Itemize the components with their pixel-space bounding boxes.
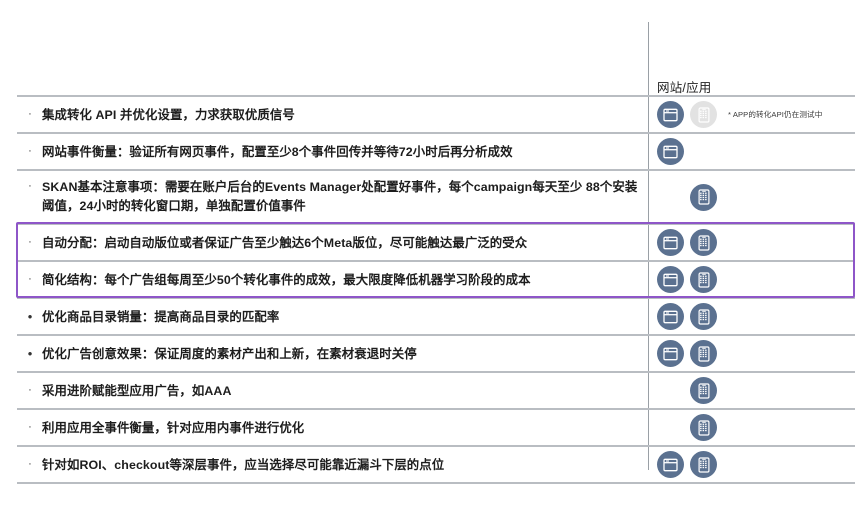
row-label: 优化广告创意效果：保证周度的素材产出和上新，在素材衰退时关停 bbox=[42, 346, 417, 361]
mobile-phone-icon-badge bbox=[690, 414, 717, 441]
mobile-phone-icon bbox=[697, 456, 710, 473]
browser-window-icon bbox=[663, 347, 678, 360]
column-divider bbox=[648, 22, 649, 470]
browser-window-icon bbox=[663, 108, 678, 121]
browser-window-icon bbox=[663, 145, 678, 158]
row-label: 采用进阶赋能型应用广告，如AAA bbox=[42, 383, 232, 398]
row-label: SKAN基本注意事项：需要在账户后台的Events Manager处配置好事件，… bbox=[42, 180, 638, 213]
browser-window-icon-badge bbox=[657, 340, 684, 367]
row-text-cell: · 网站事件衡量：验证所有网页事件，配置至少8个事件回传并等待72小时后再分析成效 bbox=[17, 136, 648, 168]
mobile-phone-icon-badge bbox=[690, 340, 717, 367]
mobile-phone-icon bbox=[697, 234, 710, 251]
browser-window-icon-badge bbox=[657, 138, 684, 165]
row-platform-cell bbox=[648, 447, 855, 482]
mobile-phone-icon-badge bbox=[690, 101, 717, 128]
row-text-cell: · 采用进阶赋能型应用广告，如AAA bbox=[17, 375, 648, 407]
row-platform-cell bbox=[648, 373, 855, 408]
row-label: 自动分配：启动自动版位或者保证广告至少触达6个Meta版位，尽可能触达最广泛的受… bbox=[42, 235, 528, 250]
table-row: · 针对如ROI、checkout等深层事件，应当选择尽可能靠近漏斗下层的点位 bbox=[17, 445, 855, 484]
row-platform-cell bbox=[648, 410, 855, 445]
row-text-cell: · 简化结构：每个广告组每周至少50个转化事件的成效，最大限度降低机器学习阶段的成… bbox=[17, 264, 648, 296]
table-row: • 优化商品目录销量：提高商品目录的匹配率 bbox=[17, 297, 855, 334]
row-text-cell: · SKAN基本注意事项：需要在账户后台的Events Manager处配置好事件… bbox=[17, 171, 648, 223]
mobile-phone-icon bbox=[697, 106, 710, 123]
best-practices-table: · 集成转化 API 并优化设置，力求获取优质信号 * APP的转化API仍在测试中… bbox=[17, 95, 855, 484]
bullet-marker: · bbox=[28, 457, 32, 470]
mobile-phone-icon-badge bbox=[690, 377, 717, 404]
mobile-phone-icon bbox=[697, 419, 710, 436]
row-text-cell: • 优化广告创意效果：保证周度的素材产出和上新，在素材衰退时关停 bbox=[17, 338, 648, 370]
icon-slot-empty bbox=[657, 377, 684, 404]
browser-window-icon-badge bbox=[657, 229, 684, 256]
row-platform-cell bbox=[648, 299, 855, 334]
mobile-phone-icon-badge bbox=[690, 266, 717, 293]
mobile-phone-icon bbox=[697, 271, 710, 288]
table-row: · 简化结构：每个广告组每周至少50个转化事件的成效，最大限度降低机器学习阶段的成… bbox=[17, 260, 855, 297]
table-row: · 利用应用全事件衡量，针对应用内事件进行优化 bbox=[17, 408, 855, 445]
mobile-phone-icon bbox=[697, 189, 710, 205]
browser-window-icon-badge bbox=[657, 266, 684, 293]
browser-window-icon-badge bbox=[657, 303, 684, 330]
icon-slot-empty bbox=[657, 184, 684, 211]
bullet-marker: • bbox=[27, 308, 33, 324]
browser-window-icon bbox=[663, 236, 678, 249]
table-row: · 网站事件衡量：验证所有网页事件，配置至少8个事件回传并等待72小时后再分析成效 bbox=[17, 132, 855, 169]
bullet-marker: · bbox=[28, 235, 32, 248]
row-platform-cell bbox=[648, 180, 855, 215]
browser-window-icon-badge bbox=[657, 101, 684, 128]
row-text-cell: · 利用应用全事件衡量，针对应用内事件进行优化 bbox=[17, 412, 648, 444]
row-label: 优化商品目录销量：提高商品目录的匹配率 bbox=[42, 309, 280, 324]
icon-slot-empty bbox=[690, 138, 717, 165]
mobile-phone-icon bbox=[697, 382, 710, 399]
table-row: · 自动分配：启动自动版位或者保证广告至少触达6个Meta版位，尽可能触达最广泛的… bbox=[17, 223, 855, 260]
mobile-phone-icon-badge bbox=[690, 303, 717, 330]
row-platform-cell bbox=[648, 134, 855, 169]
bullet-marker: · bbox=[28, 180, 32, 192]
row-label: 简化结构：每个广告组每周至少50个转化事件的成效，最大限度降低机器学习阶段的成本 bbox=[42, 272, 531, 287]
row-text-cell: · 自动分配：启动自动版位或者保证广告至少触达6个Meta版位，尽可能触达最广泛的… bbox=[17, 227, 648, 259]
row-text-cell: · 集成转化 API 并优化设置，力求获取优质信号 bbox=[17, 99, 648, 131]
table-row: · 采用进阶赋能型应用广告，如AAA bbox=[17, 371, 855, 408]
row-platform-cell bbox=[648, 225, 855, 260]
table-row: • 优化广告创意效果：保证周度的素材产出和上新，在素材衰退时关停 bbox=[17, 334, 855, 371]
row-text-cell: · 针对如ROI、checkout等深层事件，应当选择尽可能靠近漏斗下层的点位 bbox=[17, 449, 648, 481]
bullet-marker: • bbox=[27, 345, 33, 361]
table-header-zone: 网站/应用 bbox=[0, 22, 864, 95]
mobile-phone-icon bbox=[697, 345, 710, 362]
row-label: 利用应用全事件衡量，针对应用内事件进行优化 bbox=[42, 420, 305, 435]
row-platform-cell: * APP的转化API仍在测试中 bbox=[648, 97, 855, 132]
row-platform-cell bbox=[648, 262, 855, 297]
browser-window-icon bbox=[663, 310, 678, 323]
mobile-phone-icon bbox=[697, 308, 710, 325]
bullet-marker: · bbox=[28, 420, 32, 433]
bullet-marker: · bbox=[28, 107, 32, 120]
row-label: 针对如ROI、checkout等深层事件，应当选择尽可能靠近漏斗下层的点位 bbox=[42, 457, 445, 472]
icon-slot-empty bbox=[657, 414, 684, 441]
mobile-phone-icon-badge bbox=[690, 451, 717, 478]
row-text-cell: • 优化商品目录销量：提高商品目录的匹配率 bbox=[17, 301, 648, 333]
mobile-phone-icon-badge bbox=[690, 183, 717, 211]
bullet-marker: · bbox=[28, 383, 32, 396]
row-label: 集成转化 API 并优化设置，力求获取优质信号 bbox=[42, 107, 295, 122]
mobile-phone-icon-badge bbox=[690, 229, 717, 256]
browser-window-icon-badge bbox=[657, 451, 684, 478]
bullet-marker: · bbox=[28, 272, 32, 285]
row-label: 网站事件衡量：验证所有网页事件，配置至少8个事件回传并等待72小时后再分析成效 bbox=[42, 144, 513, 159]
browser-window-icon bbox=[663, 458, 678, 471]
bullet-marker: · bbox=[28, 144, 32, 157]
row-platform-cell bbox=[648, 336, 855, 371]
table-row: · 集成转化 API 并优化设置，力求获取优质信号 * APP的转化API仍在测试中 bbox=[17, 95, 855, 132]
table-row: · SKAN基本注意事项：需要在账户后台的Events Manager处配置好事件… bbox=[17, 169, 855, 223]
row-footnote: * APP的转化API仍在测试中 bbox=[728, 110, 823, 119]
column-header-platform: 网站/应用 bbox=[657, 81, 712, 95]
browser-window-icon bbox=[663, 273, 678, 286]
